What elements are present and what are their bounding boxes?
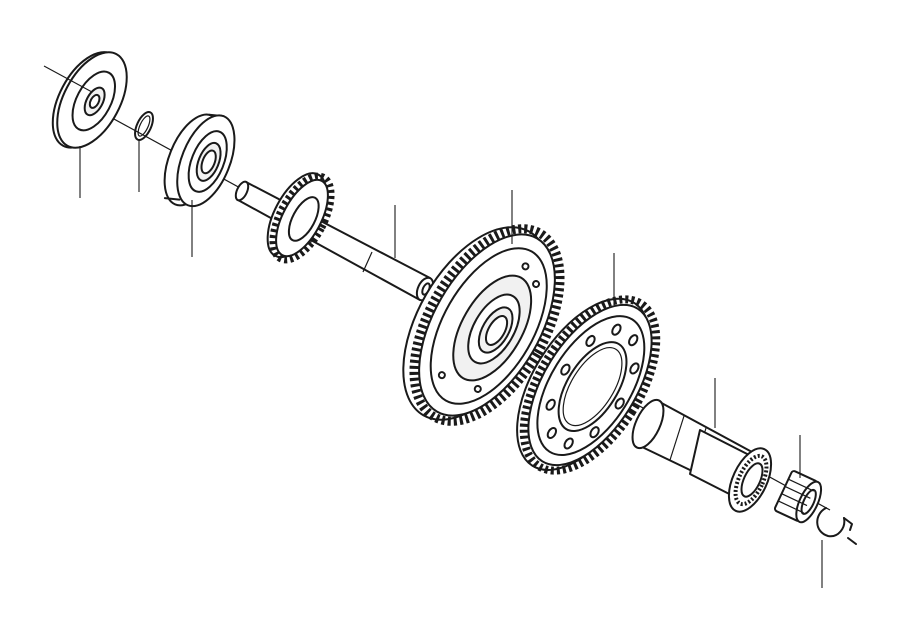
- snap-ring-small: [134, 111, 154, 141]
- splined-sleeve: [631, 398, 773, 513]
- circlip: [816, 507, 857, 545]
- pinion-shaft-with-helical-gear: [234, 172, 435, 302]
- ring-gear-plate-with-bolt-holes: [516, 295, 661, 475]
- bolt-hole: [546, 426, 558, 440]
- bolt-hole: [614, 397, 625, 410]
- needle-roller-bearing: [774, 470, 823, 524]
- bolt-hole: [589, 426, 600, 439]
- flanged-cover-plate: [51, 51, 128, 149]
- callout-leaders: [43, 65, 823, 588]
- ball-bearing: [163, 113, 236, 208]
- bolt-hole: [628, 334, 639, 347]
- bolt-hole: [545, 398, 556, 411]
- bolt-hole: [585, 334, 596, 347]
- bolt-hole: [563, 437, 574, 450]
- bolt-hole: [560, 363, 571, 376]
- bolt-hole: [611, 323, 622, 336]
- bolt-hole: [629, 362, 640, 375]
